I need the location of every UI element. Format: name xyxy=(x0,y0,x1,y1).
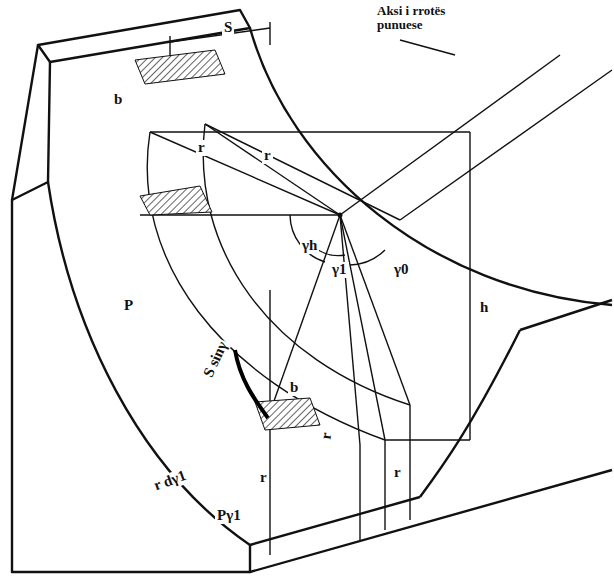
axis-label: Aksi i rrotës punuese xyxy=(375,4,489,31)
dimension-label: γh xyxy=(300,238,319,254)
dimension-label: r xyxy=(262,148,273,164)
dimension-label: h xyxy=(478,300,490,316)
dimension-label: r xyxy=(258,470,269,486)
dimension-label: r dγ1 xyxy=(150,467,190,494)
dimension-label: r xyxy=(392,465,403,481)
dimension-label: Pγ1 xyxy=(215,508,243,524)
dimension-label: S sinγ xyxy=(200,337,232,381)
dimension-label: γ1 xyxy=(330,262,349,278)
dimension-label: P xyxy=(122,298,135,314)
dimension-label: r xyxy=(196,140,207,156)
dimension-label: S xyxy=(222,20,234,36)
dimension-label: b xyxy=(288,380,300,396)
dimension-label: b xyxy=(112,92,124,108)
dimension-label: γ0 xyxy=(392,262,411,278)
dimension-label: r xyxy=(318,429,335,442)
